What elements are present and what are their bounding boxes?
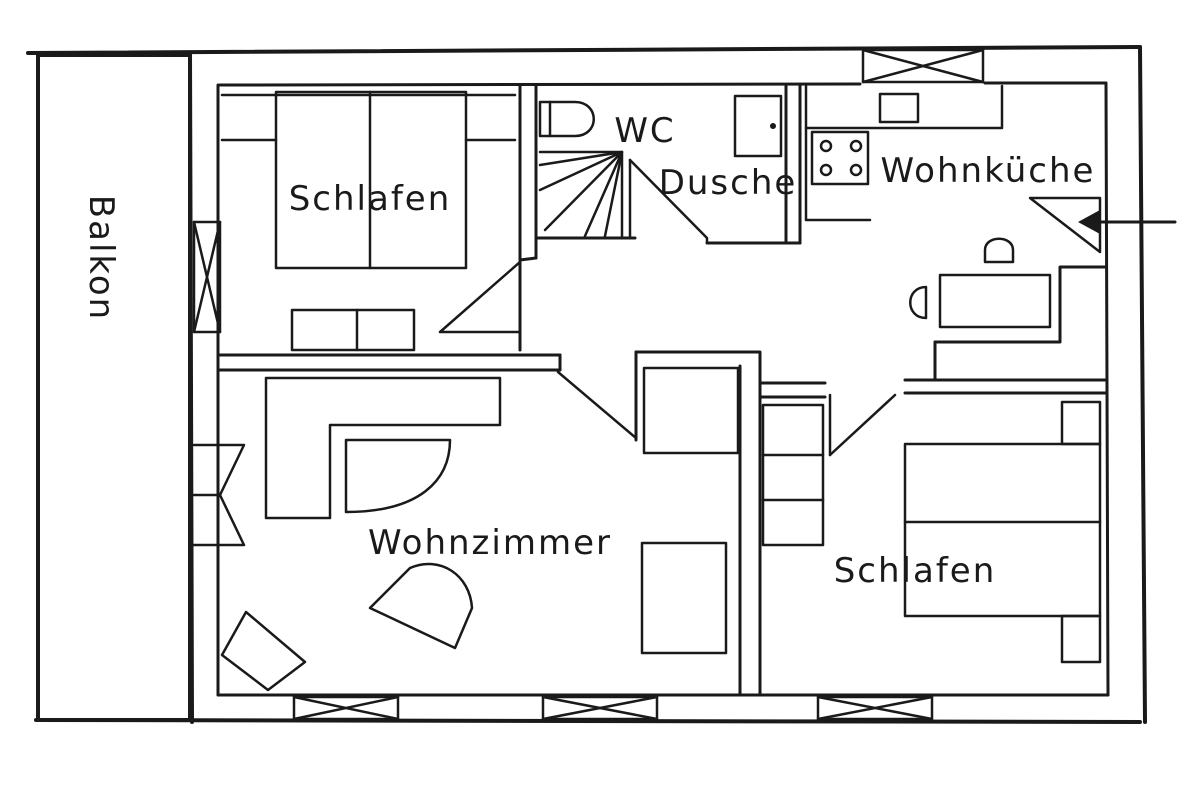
kitchen-label: Wohnküche <box>881 151 1096 191</box>
window-left-top <box>192 220 222 334</box>
stairs <box>538 150 624 240</box>
bedroom-right-label: Schlafen <box>834 551 997 591</box>
shower-label: Dusche <box>659 163 798 203</box>
window-bottom-2 <box>541 695 659 721</box>
living-label: Wohnzimmer <box>368 523 612 563</box>
tv-cabinet <box>640 541 728 655</box>
toilet <box>538 100 595 138</box>
window-bottom-3 <box>816 695 934 721</box>
armchair-1 <box>344 438 452 514</box>
armchair-3 <box>220 610 307 692</box>
window-top-right <box>861 48 985 84</box>
balcony <box>36 53 192 722</box>
dining-table <box>909 237 1052 329</box>
balcony-label: Balkon <box>81 195 121 321</box>
kitchen-counter <box>804 84 1004 222</box>
shower-tray <box>733 94 783 158</box>
wardrobe-right <box>761 403 825 547</box>
double-bed-right <box>903 400 1102 664</box>
interior-walls <box>218 84 1108 697</box>
cabinet-living <box>642 366 740 455</box>
entrance-arrow <box>1078 210 1177 234</box>
double-bed-top <box>274 90 468 270</box>
window-bottom-1 <box>292 695 400 721</box>
corner-sofa <box>264 376 502 520</box>
bedroom-top-label: Schlafen <box>289 179 452 219</box>
wc-label: WC <box>614 111 675 151</box>
outer-walls <box>26 45 1147 724</box>
wardrobe-top <box>220 93 517 142</box>
doors <box>438 158 1102 457</box>
dresser-top <box>290 308 416 352</box>
armchair-2 <box>368 562 474 650</box>
window-left-bottom <box>192 443 246 547</box>
